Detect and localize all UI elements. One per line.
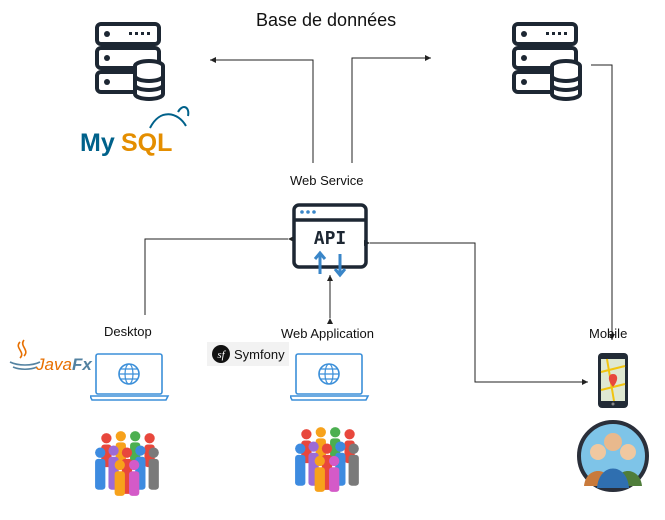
svg-text:Symfony: Symfony [234, 347, 285, 362]
desktop-label: Desktop [104, 324, 152, 339]
edge-api-desktop [144, 236, 294, 315]
svg-text:sf: sf [217, 349, 226, 361]
web-service-label: Web Service [290, 173, 364, 188]
web-application-label: Web Application [281, 326, 374, 341]
svg-text:Java: Java [35, 355, 72, 374]
diagram-title: Base de données [256, 10, 397, 30]
desktop-laptop-icon [90, 353, 169, 401]
desktop-users-crowd-icon [95, 431, 159, 496]
svg-text:API: API [314, 228, 347, 249]
connectors [144, 55, 615, 385]
smartphone-map-icon [598, 353, 628, 408]
edge-ws-to-right-db [351, 55, 431, 163]
edge-api-mobile [364, 240, 588, 385]
right-database-icon [512, 22, 582, 101]
api-icon: API [292, 203, 368, 278]
symfony-logo: sf Symfony [207, 342, 289, 366]
svg-text:Fx: Fx [72, 355, 93, 374]
team-avatar-icon [577, 420, 649, 492]
edge-db-mobile [591, 64, 615, 340]
edge-ws-to-left-db [210, 57, 314, 163]
mobile-label: Mobile [589, 326, 628, 341]
svg-text:My: My [80, 129, 115, 157]
left-database-icon [95, 22, 165, 101]
svg-text:SQL: SQL [121, 129, 172, 157]
webapp-users-crowd-icon [295, 427, 359, 492]
mysql-logo: My SQL [80, 106, 190, 157]
webapp-laptop-icon [290, 353, 369, 401]
javafx-logo: Java Fx [9, 339, 93, 374]
